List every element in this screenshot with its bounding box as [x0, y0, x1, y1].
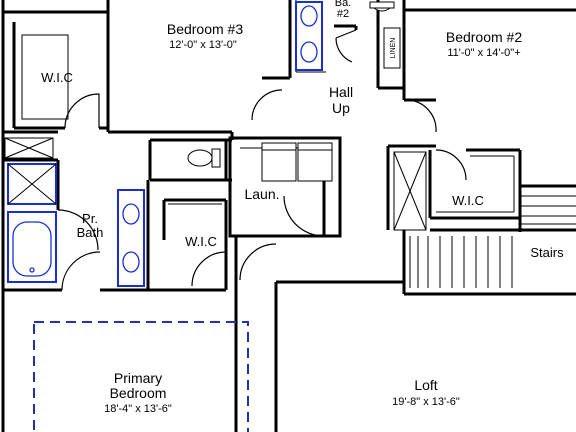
primary-toilet-bowl — [187, 149, 213, 167]
primary-toilet-tank — [211, 148, 221, 168]
loft-name: Loft — [414, 377, 437, 393]
primary-sink-1 — [122, 203, 140, 225]
bedroom2-size: 11'-0" x 14'-0"+ — [447, 47, 520, 59]
linen-label: LINEN — [390, 38, 397, 59]
room-labels: Bedroom #3 12'-0" x 13'-0" Ba. #2 LINEN … — [41, 0, 564, 415]
bedroom2-name: Bedroom #2 — [446, 29, 522, 45]
bedroom3-size: 12'-0" x 13'-0" — [169, 39, 237, 51]
loft-size: 19'-8" x 13'-6" — [392, 396, 460, 408]
primary-sink-2 — [122, 251, 140, 273]
stairs-label: Stairs — [530, 245, 564, 260]
plumbing-fixtures — [4, 1, 427, 287]
shower — [7, 163, 57, 205]
bath2-label-1: Ba. — [335, 0, 352, 9]
wic-left-label: W.I.C — [41, 70, 73, 85]
bathtub — [7, 211, 57, 283]
primary-label-1: Primary — [114, 370, 162, 386]
bath2-toilet — [369, 1, 395, 12]
pr-bath-label-2: Bath — [77, 225, 104, 240]
stair-treads — [409, 195, 576, 288]
hall-label-1: Hall — [329, 84, 353, 100]
bath2-label-2: #2 — [337, 8, 349, 20]
primary-label-2: Bedroom — [110, 385, 167, 401]
dryer — [297, 142, 333, 182]
bath2-sink-1 — [300, 5, 318, 27]
hall-label-2: Up — [332, 100, 350, 116]
primary-size: 18'-4" x 13'-6" — [104, 403, 172, 415]
bath2-sink-2 — [300, 41, 318, 63]
pr-bath-label-1: Pr. — [82, 211, 98, 226]
wic-right-label: W.I.C — [452, 193, 484, 208]
bedroom3-name: Bedroom #3 — [167, 21, 243, 37]
wic-primary-label: W.I.C — [185, 234, 217, 249]
laundry-label: Laun. — [244, 186, 279, 202]
tray-ceiling-outline — [33, 321, 249, 432]
door-swings — [57, 29, 467, 291]
washer — [261, 142, 297, 182]
